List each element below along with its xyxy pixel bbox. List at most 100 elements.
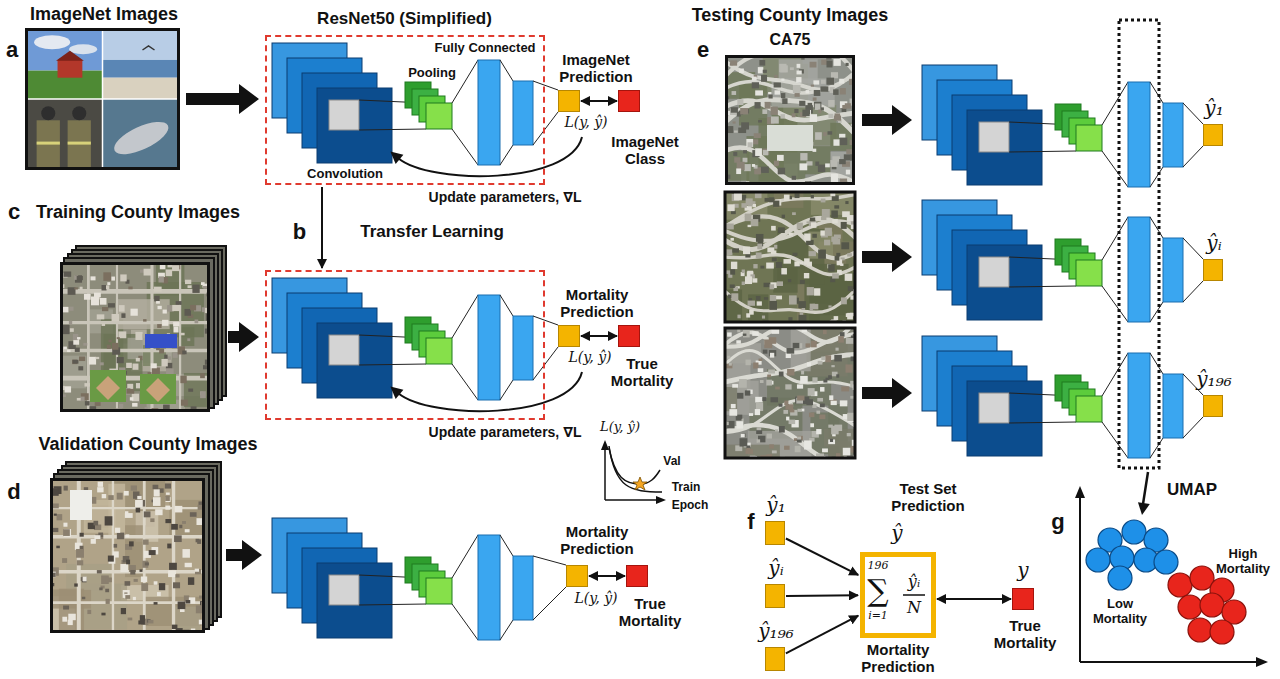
house [784,195,790,201]
house [741,122,749,129]
fc-line [1102,422,1128,458]
house [800,262,804,265]
house [755,409,760,415]
house [814,90,821,96]
house [784,401,788,406]
house [810,218,815,222]
block-arrow [226,540,262,570]
house [769,197,774,202]
house [145,562,149,565]
house [793,85,801,93]
house [790,67,794,70]
high-mortality-point [1200,593,1224,617]
house [809,251,816,256]
pooling-layer [1076,125,1102,151]
house [151,363,157,368]
house [749,413,753,416]
house [836,374,839,377]
house [192,285,199,293]
house [130,309,137,316]
node-text: ŷ₁₉₆ [1196,368,1231,391]
house [755,397,762,403]
house [157,324,161,328]
ground-patch [831,152,855,185]
house [752,331,758,336]
node-text: CA75 [770,31,811,49]
train-curve [609,446,662,492]
house [797,384,803,388]
house [105,577,112,582]
fc-line [1102,217,1128,260]
node-text: ResNet50 (Simplified) [317,9,492,29]
pooling-layer [1076,396,1102,422]
panel-letter: g [1051,509,1064,534]
output-line [533,112,558,145]
connector [589,575,625,577]
target-box: True Mortality [618,325,640,347]
conv-layer [317,563,392,638]
house [813,97,817,100]
house [799,101,805,106]
house [822,209,830,218]
house [63,271,71,276]
road [725,55,855,90]
house [808,103,813,108]
panel-letter: e [697,37,709,62]
house [180,333,184,335]
house [87,610,91,614]
house [845,364,852,372]
connector [581,335,617,337]
road [50,535,205,538]
house [136,358,140,362]
house [157,592,161,596]
connector [321,187,323,268]
house [797,440,802,443]
image-panel: Training County Images [60,262,210,412]
house [770,353,774,358]
house [138,620,145,624]
house [807,262,812,267]
house [741,203,746,208]
connector [937,598,1011,600]
prediction-box: ŷ₁₉₆ [765,647,785,671]
house [102,285,107,290]
house [828,131,833,134]
house [813,80,819,84]
block-arrow [862,105,912,135]
target-box: yTrue Mortality [1012,588,1034,610]
house [748,142,753,147]
house [797,396,804,401]
house [801,371,804,375]
prediction-box: ŷ₁₉₆ [1203,395,1223,417]
dashed-box: ResNet50 (Simplified) [265,35,545,185]
house [780,114,784,118]
house [779,426,785,433]
house [821,60,827,65]
house [136,383,141,388]
house [775,387,780,390]
conv-layer [317,323,392,398]
house [105,516,113,525]
house [100,298,107,305]
house [182,521,186,524]
node-text: True Mortality [601,355,683,390]
fc-line [452,364,478,400]
house [760,266,764,269]
house [726,364,733,369]
update-arrow [398,137,582,176]
house [781,79,784,81]
house [846,170,850,175]
house [730,60,737,65]
node-text: ŷᵢ [768,557,783,580]
house [771,226,776,231]
house [769,94,773,98]
firefighter [68,120,91,170]
reservoir [767,125,813,151]
house [140,615,145,621]
house [825,163,830,167]
road [725,279,855,312]
house [748,225,752,227]
house [739,68,744,72]
house [734,130,738,132]
house [164,355,167,359]
